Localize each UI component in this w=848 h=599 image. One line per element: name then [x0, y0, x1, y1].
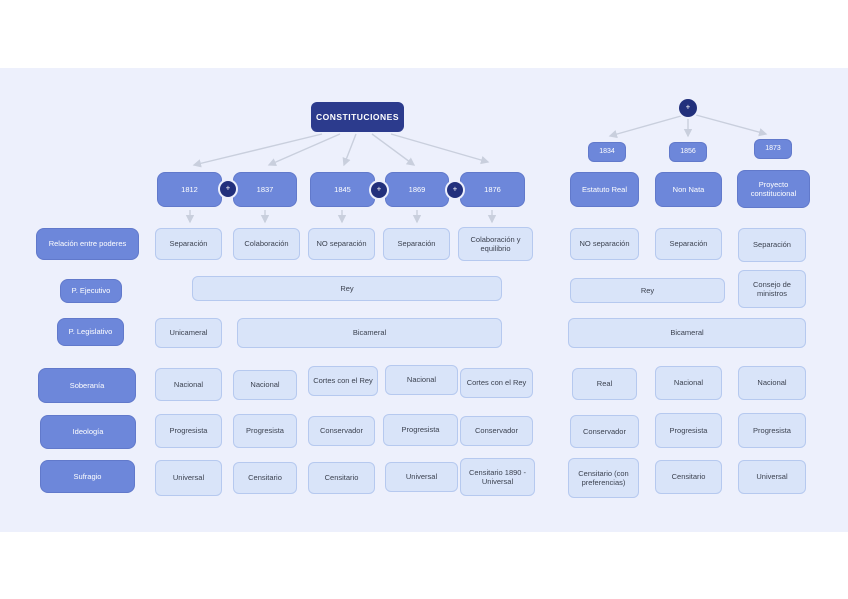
year-node-1845[interactable]: 1845 — [310, 172, 375, 207]
row-label-p-ejecutivo[interactable]: P. Ejecutivo — [60, 279, 122, 303]
cell-relacion-1873[interactable]: Separación — [738, 228, 806, 262]
cell-sufragio-1869[interactable]: Universal — [385, 462, 458, 492]
cell-ideologia-1812[interactable]: Progresista — [155, 414, 222, 448]
year-node-1869[interactable]: 1869 — [385, 172, 449, 207]
cell-ideologia-1845[interactable]: Conservador — [308, 416, 375, 446]
row-label-p-legislativo[interactable]: P. Legislativo — [57, 318, 124, 346]
cell-sufragio-1876[interactable]: Censitario 1890 - Universal — [460, 458, 535, 496]
cell-relacion-1837[interactable]: Colaboración — [233, 228, 300, 260]
row-label-soberania[interactable]: Soberanía — [38, 368, 136, 403]
link-badge[interactable]: + — [447, 182, 463, 198]
plus-icon: + — [225, 183, 231, 193]
cell-soberania-1873[interactable]: Nacional — [738, 366, 806, 400]
cell-relacion-1812[interactable]: Separación — [155, 228, 222, 260]
cell-ejecutivo-rey-right[interactable]: Rey — [570, 278, 725, 303]
cell-ideologia-1873[interactable]: Progresista — [738, 413, 806, 448]
cell-sufragio-1812[interactable]: Universal — [155, 460, 222, 496]
cell-ideologia-1856[interactable]: Progresista — [655, 413, 722, 448]
node-proyecto-constitucional[interactable]: Proyecto constitucional — [737, 170, 810, 208]
root-node-constituciones[interactable]: CONSTITUCIONES — [311, 102, 404, 132]
node-estatuto-real[interactable]: Estatuto Real — [570, 172, 639, 207]
cell-ideologia-1876[interactable]: Conservador — [460, 416, 533, 446]
plus-icon: + — [376, 184, 382, 194]
cell-soberania-1837[interactable]: Nacional — [233, 370, 297, 400]
row-label-ideologia[interactable]: Ideología — [40, 415, 136, 449]
cell-sufragio-1834[interactable]: Censitario (con preferencias) — [568, 458, 639, 498]
cell-relacion-1845[interactable]: NO separación — [308, 228, 375, 260]
plus-icon: + — [685, 102, 691, 112]
year-node-1856[interactable]: 1856 — [669, 142, 707, 162]
cell-soberania-1845[interactable]: Cortes con el Rey — [308, 366, 378, 396]
link-badge[interactable]: + — [371, 182, 387, 198]
year-node-1834[interactable]: 1834 — [588, 142, 626, 162]
cell-bicameral-right[interactable]: Bicameral — [568, 318, 806, 348]
cell-ideologia-1834[interactable]: Conservador — [570, 415, 639, 448]
cell-soberania-1812[interactable]: Nacional — [155, 368, 222, 401]
cell-relacion-1876[interactable]: Colaboración y equilibrio — [458, 227, 533, 261]
cell-sufragio-1873[interactable]: Universal — [738, 460, 806, 494]
cell-sufragio-1837[interactable]: Censitario — [233, 462, 297, 494]
row-label-sufragio[interactable]: Sufragio — [40, 460, 135, 493]
year-node-1876[interactable]: 1876 — [460, 172, 525, 207]
year-node-1837[interactable]: 1837 — [233, 172, 297, 207]
link-badge[interactable]: + — [220, 181, 236, 197]
cell-sufragio-1845[interactable]: Censitario — [308, 462, 375, 494]
cell-bicameral-left[interactable]: Bicameral — [237, 318, 502, 348]
cell-relacion-1856[interactable]: Separación — [655, 228, 722, 260]
year-node-1873[interactable]: 1873 — [754, 139, 792, 159]
plus-icon: + — [452, 184, 458, 194]
cell-soberania-1869[interactable]: Nacional — [385, 365, 458, 395]
cell-ejecutivo-rey-left[interactable]: Rey — [192, 276, 502, 301]
cell-unicameral[interactable]: Unicameral — [155, 318, 222, 348]
cell-relacion-1869[interactable]: Separación — [383, 228, 450, 260]
cell-consejo-de-ministros[interactable]: Consejo de ministros — [738, 270, 806, 308]
cell-soberania-1834[interactable]: Real — [572, 368, 637, 400]
cell-sufragio-1856[interactable]: Censitario — [655, 460, 722, 494]
right-root-node[interactable]: + — [679, 99, 697, 117]
cell-soberania-1856[interactable]: Nacional — [655, 366, 722, 400]
cell-ideologia-1837[interactable]: Progresista — [233, 414, 297, 448]
cell-relacion-1834[interactable]: NO separación — [570, 228, 639, 260]
cell-ideologia-1869[interactable]: Progresista — [383, 414, 458, 446]
year-node-1812[interactable]: 1812 — [157, 172, 222, 207]
node-non-nata[interactable]: Non Nata — [655, 172, 722, 207]
row-label-relacion-entre-poderes[interactable]: Relación entre poderes — [36, 228, 139, 260]
cell-soberania-1876[interactable]: Cortes con el Rey — [460, 368, 533, 398]
